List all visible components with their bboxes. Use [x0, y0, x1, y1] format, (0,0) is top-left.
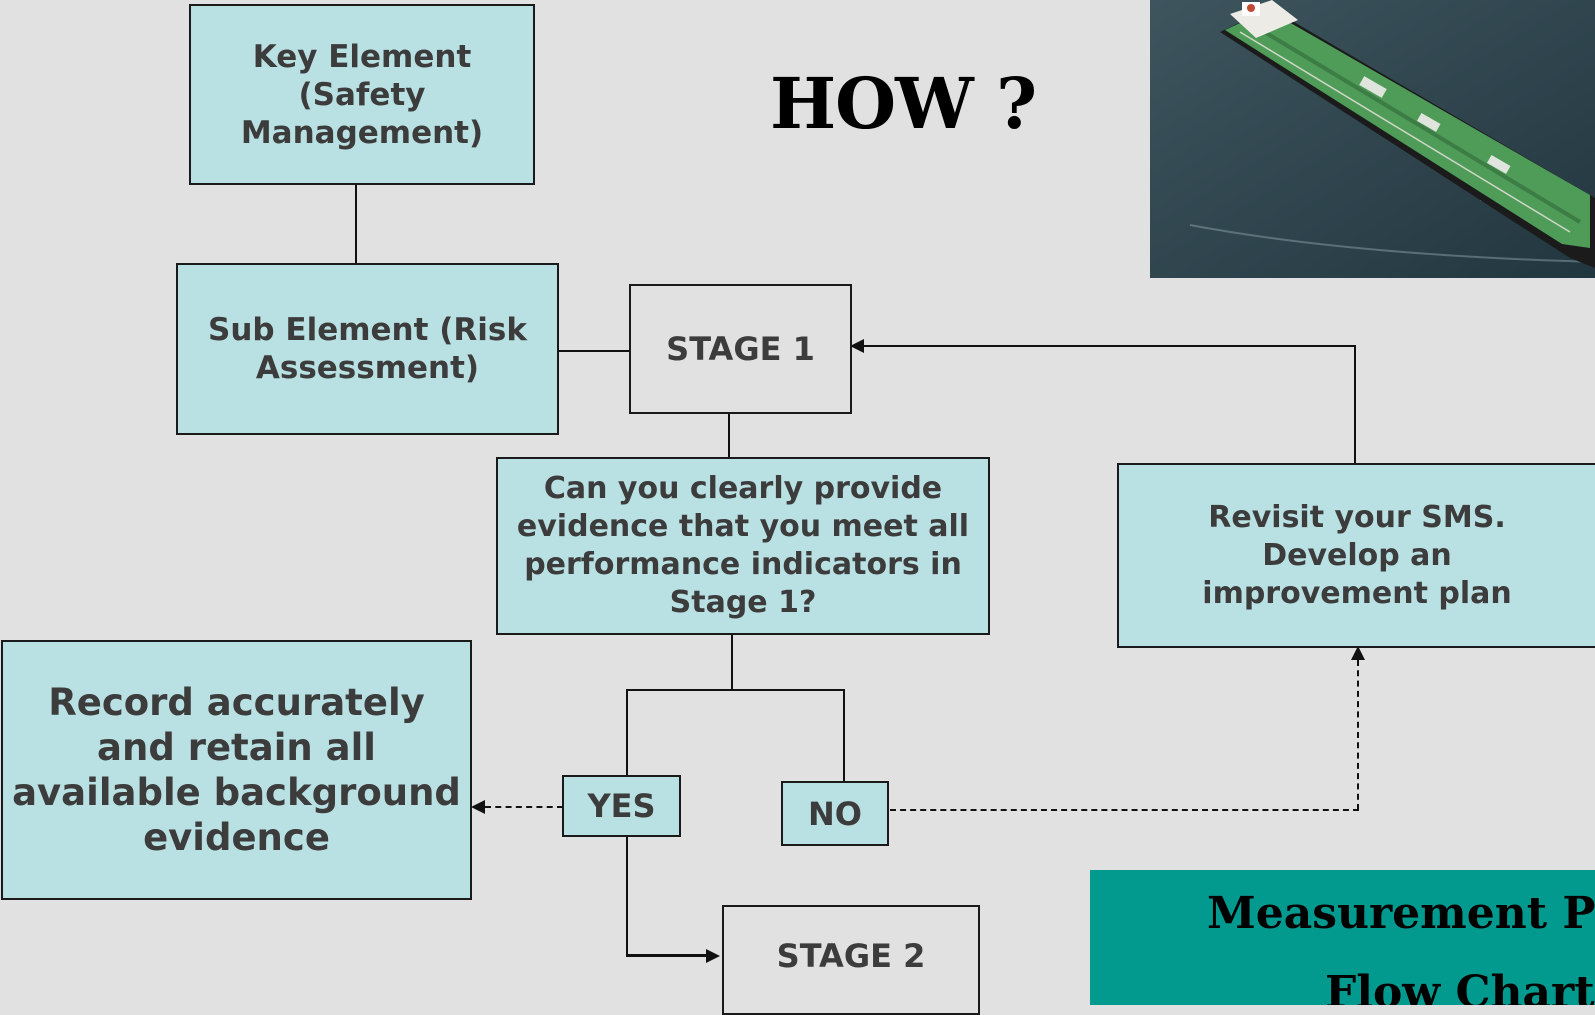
- arrow-to-stage1: [850, 339, 864, 353]
- key-element-box: Key Element (Safety Management): [189, 4, 535, 185]
- yes-box: YES: [562, 775, 681, 837]
- sub-element-text: Sub Element (Risk Assessment): [208, 312, 527, 386]
- key-element-text: Key Element (Safety Management): [240, 38, 484, 151]
- record-text: Record accurately and retain all availab…: [12, 681, 461, 859]
- arrow-to-revisit: [1351, 646, 1365, 660]
- question-text: Can you clearly provide evidence that yo…: [516, 471, 970, 620]
- stage1-box: STAGE 1: [629, 284, 852, 414]
- arrow-to-record: [471, 800, 485, 814]
- sub-element-box: Sub Element (Risk Assessment): [176, 263, 559, 435]
- dashed-no-to-right: [890, 809, 1359, 811]
- connector-stage1-to-question: [728, 413, 730, 458]
- stage2-box: STAGE 2: [722, 905, 980, 1015]
- banner-subtitle: Flow Chart: [1325, 967, 1595, 1005]
- stage2-text: STAGE 2: [776, 937, 926, 975]
- record-box: Record accurately and retain all availab…: [1, 640, 472, 900]
- question-box: Can you clearly provide evidence that yo…: [496, 457, 990, 635]
- connector-question-down: [731, 635, 733, 690]
- stage1-text: STAGE 1: [666, 330, 815, 368]
- yes-text: YES: [587, 787, 656, 825]
- revisit-box: Revisit your SMS. Develop an improvement…: [1117, 463, 1595, 648]
- page-title: HOW ?: [770, 62, 1037, 145]
- connector-yes-to-stage2: [626, 954, 706, 957]
- connector-branch-to-no: [843, 689, 845, 781]
- tanker-ship-photo: [1150, 0, 1595, 278]
- connector-revisit-to-stage1: [864, 345, 1356, 347]
- connector-revisit-up: [1354, 345, 1356, 465]
- title-banner: Measurement Pro Flow Chart: [1090, 870, 1595, 1005]
- connector-sub-to-stage1: [558, 350, 630, 352]
- connector-key-to-sub: [355, 184, 357, 264]
- dashed-up-to-revisit: [1357, 660, 1359, 810]
- arrow-to-stage2: [706, 949, 720, 963]
- no-text: NO: [808, 794, 862, 833]
- revisit-text: Revisit your SMS. Develop an improvement…: [1202, 499, 1512, 611]
- connector-yes-down: [626, 837, 628, 956]
- dashed-yes-to-record: [485, 806, 563, 808]
- no-box: NO: [781, 781, 889, 846]
- connector-branch-to-yes: [626, 689, 628, 775]
- connector-branch-horizontal: [626, 689, 845, 691]
- banner-title: Measurement Pro: [1207, 888, 1595, 939]
